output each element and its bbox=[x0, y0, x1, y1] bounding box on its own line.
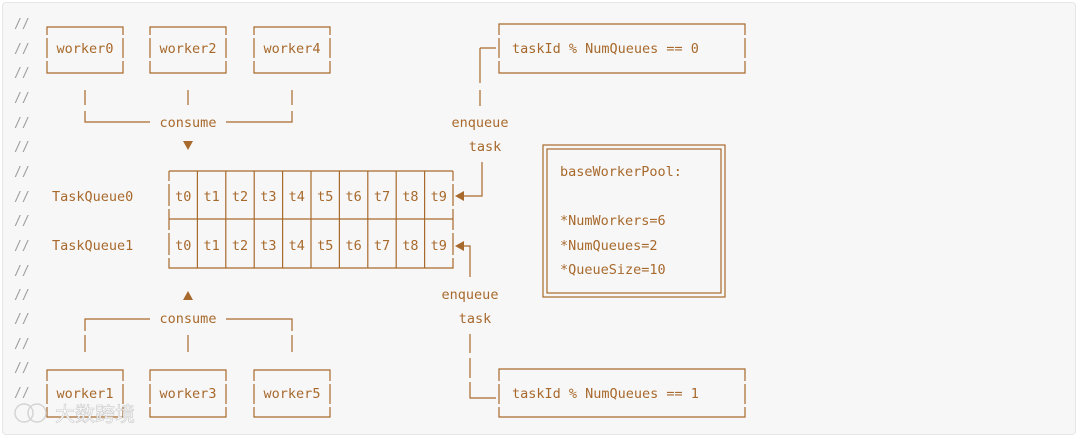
comment-marker: // bbox=[14, 42, 30, 57]
condition-text: taskId % NumQueues == 1 bbox=[512, 386, 699, 402]
pool-title: baseWorkerPool: bbox=[560, 164, 682, 180]
worker-box-3: worker3 bbox=[149, 369, 227, 418]
comment-marker: // bbox=[14, 214, 30, 229]
pool-param: *NumQueues=2 bbox=[560, 238, 658, 254]
consume-connector-bottom: consume bbox=[84, 291, 293, 352]
down-arrow-icon bbox=[183, 141, 193, 150]
queue-slot: t3 bbox=[260, 238, 276, 254]
enqueue-label: task bbox=[459, 311, 492, 327]
worker-label: worker0 bbox=[57, 41, 114, 57]
comment-marker: // bbox=[14, 140, 30, 155]
queue-slot: t9 bbox=[431, 238, 447, 254]
queue-slot: t7 bbox=[374, 238, 390, 254]
queue-name: TaskQueue0 bbox=[52, 189, 133, 205]
queue-slot: t1 bbox=[203, 189, 219, 205]
consume-label: consume bbox=[160, 115, 217, 131]
queue-slot: t5 bbox=[317, 189, 333, 205]
queue-slot: t0 bbox=[175, 189, 191, 205]
queue-slot: t9 bbox=[431, 189, 447, 205]
worker-box-0: worker0 bbox=[46, 26, 124, 74]
up-arrow-icon bbox=[183, 291, 193, 300]
condition-box-bottom: taskId % NumQueues == 1 bbox=[498, 368, 746, 418]
queue-slot: t6 bbox=[345, 189, 361, 205]
queue-slot: t6 bbox=[345, 238, 361, 254]
comment-marker: // bbox=[14, 239, 30, 254]
comment-marker: // bbox=[14, 386, 30, 401]
comment-marker: // bbox=[14, 337, 30, 352]
worker-label: worker3 bbox=[160, 386, 217, 402]
enqueue-connector-top: enqueue task bbox=[452, 47, 509, 201]
comment-marker: // bbox=[14, 312, 30, 327]
queue-slot: t8 bbox=[402, 238, 418, 254]
enqueue-label: task bbox=[469, 139, 502, 155]
worker-label: worker2 bbox=[160, 41, 217, 57]
queue-slot: t2 bbox=[232, 238, 248, 254]
queue-slot: t1 bbox=[203, 238, 219, 254]
enqueue-label: enqueue bbox=[452, 115, 509, 131]
pool-param: *QueueSize=10 bbox=[560, 262, 666, 278]
queue-slot: t5 bbox=[317, 238, 333, 254]
comment-markers: // // // // // // // // // // // // // // // // bbox=[14, 17, 30, 401]
comment-marker: // bbox=[14, 190, 30, 205]
left-arrow-icon bbox=[455, 241, 464, 251]
worker-label: worker1 bbox=[57, 386, 114, 402]
comment-marker: // bbox=[14, 288, 30, 303]
comment-marker: // bbox=[14, 17, 30, 32]
consume-connector-top: consume bbox=[84, 90, 293, 150]
pool-param: *NumWorkers=6 bbox=[560, 213, 666, 229]
queue-slot: t3 bbox=[260, 189, 276, 205]
worker-label: worker4 bbox=[264, 41, 321, 57]
comment-marker: // bbox=[14, 361, 30, 376]
comment-marker: // bbox=[14, 116, 30, 131]
queue-slot: t4 bbox=[289, 189, 305, 205]
comment-marker: // bbox=[14, 264, 30, 279]
condition-text: taskId % NumQueues == 0 bbox=[512, 41, 699, 57]
queue-name: TaskQueue1 bbox=[52, 238, 133, 254]
worker-box-4: worker4 bbox=[253, 26, 331, 74]
comment-marker: // bbox=[14, 165, 30, 180]
worker-box-1: worker1 bbox=[46, 369, 124, 418]
consume-label: consume bbox=[160, 311, 217, 327]
queue-0-slots: t0 t1 t2 t3 t4 t5 t6 t7 t8 t9 bbox=[175, 189, 447, 205]
queue-slot: t2 bbox=[232, 189, 248, 205]
left-arrow-icon bbox=[455, 191, 464, 201]
watermark-logo: 大数跨境 bbox=[14, 402, 135, 426]
base-worker-pool-box: baseWorkerPool: *NumWorkers=6 *NumQueues… bbox=[542, 144, 726, 298]
worker-label: worker5 bbox=[264, 386, 321, 402]
enqueue-label: enqueue bbox=[442, 287, 499, 303]
enqueue-connector-bottom: enqueue task bbox=[442, 241, 499, 399]
worker-box-2: worker2 bbox=[149, 26, 227, 74]
queue-slot: t8 bbox=[402, 189, 418, 205]
queue-slot: t4 bbox=[289, 238, 305, 254]
worker-box-5: worker5 bbox=[253, 369, 331, 418]
task-queues: TaskQueue0 TaskQueue1 t0 t1 t2 t3 t4 t5 t6 t7 t8… bbox=[52, 170, 454, 269]
watermark-text: 大数跨境 bbox=[55, 402, 135, 426]
condition-box-top: taskId % NumQueues == 0 bbox=[498, 23, 746, 74]
comment-marker: // bbox=[14, 91, 30, 106]
queue-slot: t7 bbox=[374, 189, 390, 205]
comment-marker: // bbox=[14, 66, 30, 81]
queue-slot: t0 bbox=[175, 238, 191, 254]
queue-1-slots: t0 t1 t2 t3 t4 t5 t6 t7 t8 t9 bbox=[175, 238, 447, 254]
